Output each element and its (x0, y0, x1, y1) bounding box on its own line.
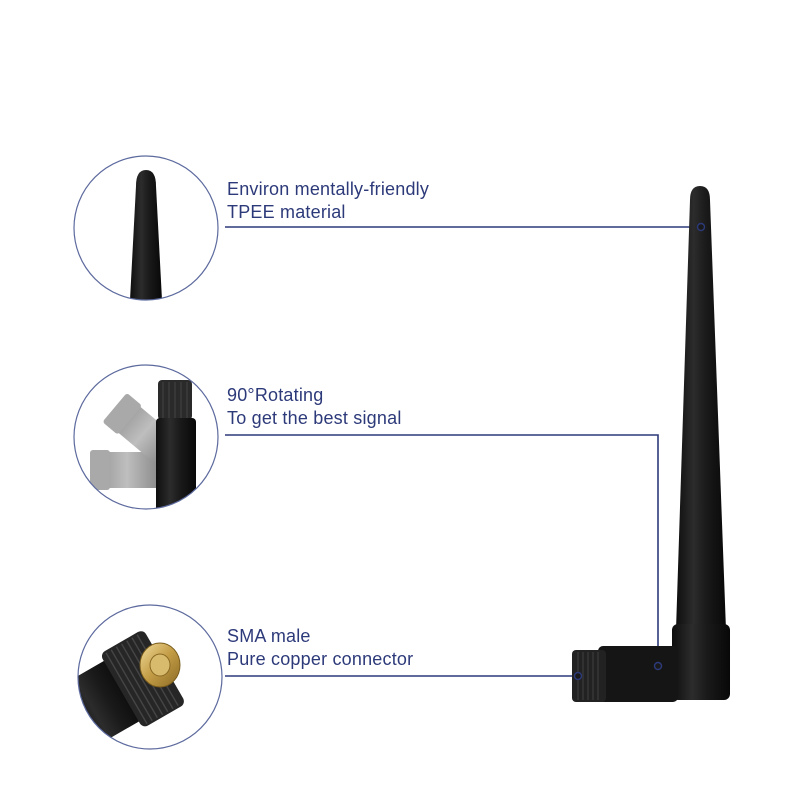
marker-dot-connector (573, 671, 583, 681)
callout-material: Environ mentally-friendly TPEE material (227, 178, 429, 224)
callout-material-line1: Environ mentally-friendly (227, 179, 430, 199)
marker-dot-tip (696, 222, 706, 232)
callout-connector-line1: SMA male (227, 626, 311, 646)
antenna-whip (676, 186, 726, 630)
callout-rotating-line1: 90°Rotating (227, 385, 324, 405)
callout-rotating: 90°Rotating To get the best signal (227, 384, 402, 430)
callout-connector-line2: Pure copper connector (227, 649, 414, 669)
marker-dot-hinge (653, 661, 663, 671)
sma-connector-closeup-icon (77, 604, 223, 750)
callout-rotating-line2: To get the best signal (227, 408, 402, 428)
antenna-tip-closeup-icon (73, 155, 219, 301)
antenna-hinge-sleeve (672, 624, 730, 700)
antenna-elbow (598, 646, 678, 702)
antenna-rotation-closeup-icon (73, 364, 219, 510)
callout-material-line2: TPEE material (227, 202, 346, 222)
callout-connector: SMA male Pure copper connector (227, 625, 413, 671)
main-antenna (572, 186, 730, 702)
leader-line-rotating (225, 434, 659, 666)
leader-lines (225, 226, 701, 677)
